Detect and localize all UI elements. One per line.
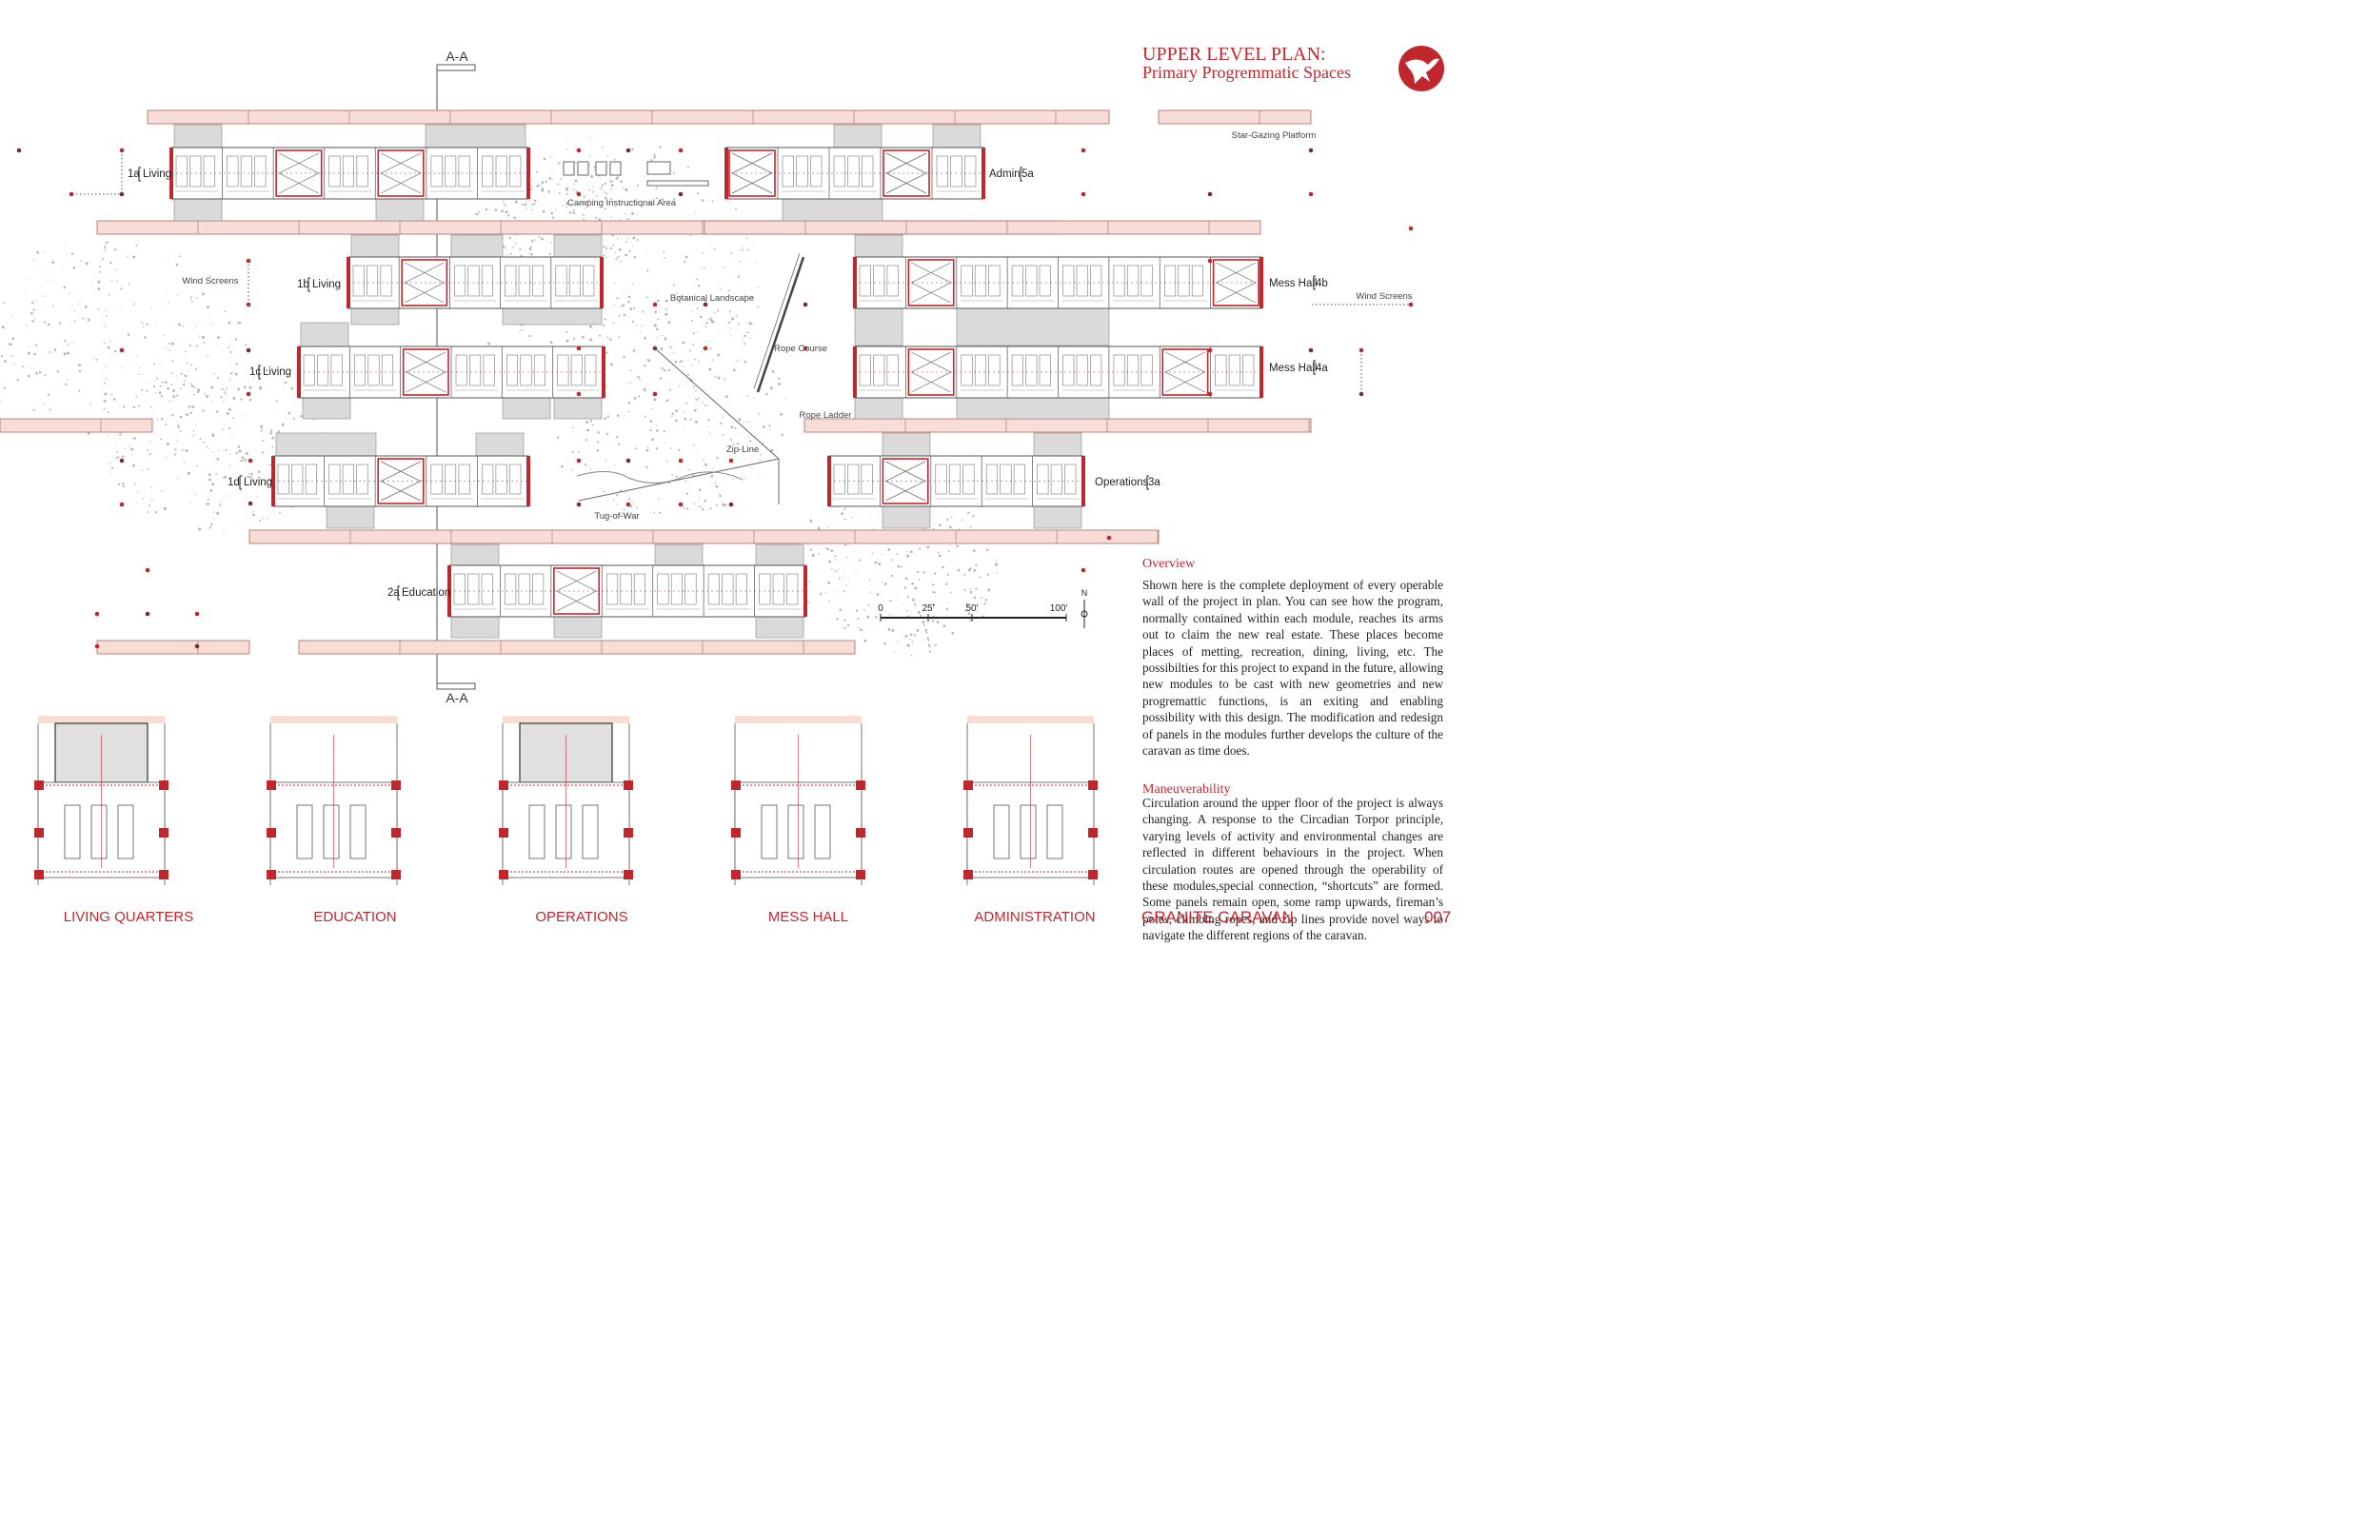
living-1d-code: 1d <box>228 477 240 488</box>
north-label: N <box>1081 588 1088 598</box>
tug-of-war-label: Tug-of-War <box>594 511 639 522</box>
rope-ladder-label: Rope Ladder <box>800 410 852 421</box>
site-marker-dots <box>16 148 1414 649</box>
plan-subtitle: Primary Progremmatic Spaces <box>1142 63 1351 82</box>
living-1a-name: Living <box>143 168 171 180</box>
detail-caption-administration: ADMINISTRATION <box>974 909 1096 925</box>
living-1c-code: 1c <box>249 366 261 378</box>
mess-4b-code: 4b <box>1316 278 1328 289</box>
living-1d-name: Living <box>244 477 272 488</box>
operations-3a-name: Operations <box>1095 477 1149 488</box>
admin-5a-code: 5a <box>1021 168 1034 180</box>
scale-label-25: 25' <box>922 603 934 614</box>
living-1a-code: 1a <box>128 168 140 180</box>
living-1b-name: Living <box>312 279 341 290</box>
detail-caption-education: EDUCATION <box>313 909 397 925</box>
camping-label: Camping Instructional Area <box>567 198 677 208</box>
maneuverability-body: Circulation around the upper floor of th… <box>1142 796 1443 943</box>
education-2a-code: 2a <box>387 587 400 599</box>
label-bracket-marks <box>138 167 1316 601</box>
operations-3a-code: 3a <box>1148 477 1160 488</box>
module-bodies <box>169 147 1263 618</box>
page-number: 007 <box>1424 908 1452 926</box>
overview-body: Shown here is the complete deployment of… <box>1142 578 1443 759</box>
leader-lines <box>72 150 1411 394</box>
recreation-features <box>576 252 805 504</box>
scale-label-100: 100' <box>1050 603 1068 614</box>
botanical-label: Botanical Landscape <box>670 293 754 304</box>
section-mark-top: A-A <box>446 49 468 64</box>
grey-wall-panels <box>173 124 1110 639</box>
deck-strips <box>0 109 1312 655</box>
education-2a-name: Education <box>402 587 450 599</box>
section-mark-bottom: A-A <box>446 690 468 705</box>
mess-4a-name: Mess Hall <box>1269 363 1317 374</box>
star-gazing-label: Star-Gazing Platform <box>1232 130 1317 141</box>
scale-label-0: 0 <box>878 603 883 614</box>
living-1b-code: 1b <box>297 279 309 290</box>
rope-course-label: Rope Course <box>774 344 827 354</box>
zip-line-label: Zip-Line <box>726 444 759 455</box>
maneuverability-title: Maneuverability <box>1142 782 1231 797</box>
plan-title: UPPER LEVEL PLAN: <box>1142 44 1326 65</box>
detail-caption-mess-hall: MESS HALL <box>767 909 849 925</box>
mess-4b-name: Mess Hall <box>1269 278 1317 289</box>
eagle-logo-icon <box>1398 46 1444 91</box>
detail-caption-operations: OPERATIONS <box>535 909 628 925</box>
mess-4a-code: 4a <box>1316 363 1328 374</box>
scale-label-50: 50' <box>965 603 978 614</box>
scale-bar: 0 25' 50' 100' <box>878 603 1067 622</box>
camping-tents <box>563 161 709 187</box>
north-arrow-icon: N <box>1081 588 1088 628</box>
detail-caption-living: LIVING QUARTERS <box>63 909 194 925</box>
wind-screens-right-label: Wind Screens <box>1356 291 1412 302</box>
project-name: GRANITE CARAVAN <box>1141 908 1294 926</box>
wind-screens-left-label: Wind Screens <box>182 276 238 286</box>
detail-drawings <box>34 716 1098 885</box>
overview-title: Overview <box>1142 557 1196 571</box>
admin-5a-name: Admin <box>989 168 1021 180</box>
living-1c-name: Living <box>263 366 291 378</box>
